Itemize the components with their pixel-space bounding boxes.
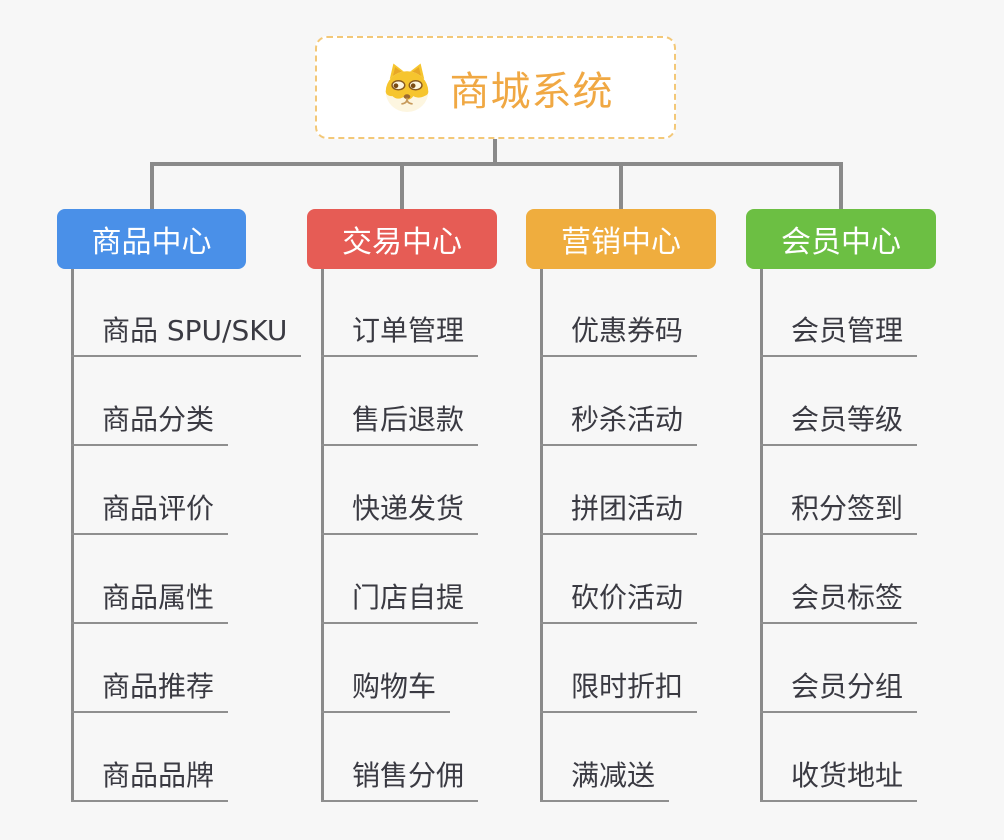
branch-label: 营销中心: [561, 225, 681, 260]
leaf-node[interactable]: 会员管理: [760, 303, 918, 357]
dog-face-icon: [385, 63, 428, 112]
branch-trunk-line: [71, 269, 74, 802]
branch-label: 交易中心: [342, 225, 462, 260]
branch-node[interactable]: 会员中心: [746, 209, 936, 269]
leaf-node[interactable]: 商品评价: [71, 481, 229, 535]
leaf-node[interactable]: 商品品牌: [71, 748, 229, 802]
branch-trunk-line: [540, 269, 543, 802]
branch-node[interactable]: 交易中心: [307, 209, 497, 269]
branch-node[interactable]: 营销中心: [526, 209, 716, 269]
leaf-node[interactable]: 秒杀活动: [540, 392, 698, 446]
leaf-node[interactable]: 满减送: [540, 748, 670, 802]
leaf-node[interactable]: 订单管理: [321, 303, 479, 357]
leaf-node[interactable]: 拼团活动: [540, 481, 698, 535]
leaf-node[interactable]: 购物车: [321, 659, 451, 713]
leaf-node[interactable]: 收货地址: [760, 748, 918, 802]
leaf-node[interactable]: 会员等级: [760, 392, 918, 446]
branch-label: 商品中心: [91, 225, 212, 260]
leaf-node[interactable]: 售后退款: [321, 392, 479, 446]
branch-drop-line: [839, 162, 843, 209]
leaf-node[interactable]: 商品分类: [71, 392, 229, 446]
leaf-node[interactable]: 积分签到: [760, 481, 918, 535]
branch-drop-line: [400, 162, 404, 209]
leaf-node[interactable]: 门店自提: [321, 570, 479, 624]
branch-node[interactable]: 商品中心: [57, 209, 246, 269]
leaf-node[interactable]: 砍价活动: [540, 570, 698, 624]
leaf-node[interactable]: 商品 SPU/SKU: [71, 303, 302, 357]
leaf-node[interactable]: 优惠券码: [540, 303, 698, 357]
branch-drop-line: [149, 162, 154, 209]
leaf-node[interactable]: 快递发货: [321, 481, 479, 535]
leaf-node[interactable]: 会员分组: [760, 659, 918, 713]
leaf-node[interactable]: 商品推荐: [71, 659, 229, 713]
root-node[interactable]: 商城系统: [315, 36, 676, 139]
root-stem-line: [493, 139, 497, 166]
leaf-node[interactable]: 销售分佣: [321, 748, 479, 802]
branch-label: 会员中心: [781, 225, 901, 260]
branch-trunk-line: [321, 269, 324, 802]
leaf-node[interactable]: 会员标签: [760, 570, 918, 624]
branch-rail-line: [149, 162, 843, 166]
leaf-node[interactable]: 商品属性: [71, 570, 229, 624]
branch-trunk-line: [760, 269, 763, 802]
leaf-node[interactable]: 限时折扣: [540, 659, 698, 713]
branch-drop-line: [619, 162, 623, 209]
root-title: 商城系统: [449, 68, 614, 115]
